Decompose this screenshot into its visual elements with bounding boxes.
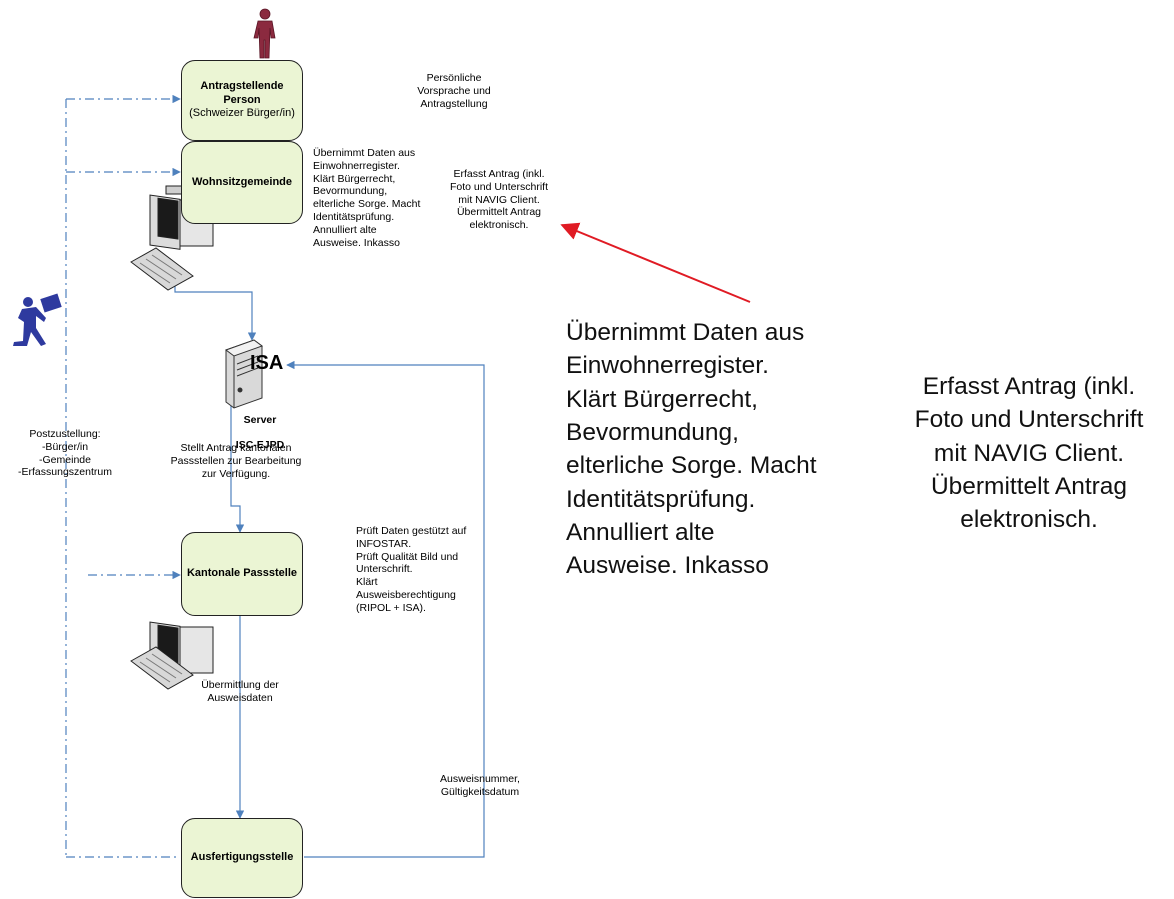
server-name: Server — [243, 413, 277, 426]
server-badge: ISA — [250, 352, 284, 374]
box-kantonale-title: Kantonale Passstelle — [186, 567, 298, 580]
box-antragstellende-title: Antragstellende Person — [200, 79, 284, 106]
note-stellt-antrag: Stellt Antrag kantonalen Passstellen zur… — [170, 442, 302, 480]
box-ausfertigungsstelle: Ausfertigungsstelle — [181, 818, 303, 898]
callout-uebernimmt-daten: Übernimmt Daten aus Einwohnerregister. K… — [566, 319, 817, 580]
note-prueft-daten: Prüft Daten gestützt auf INFOSTAR. Prüft… — [356, 525, 467, 614]
server-subname: ISC-EJPD — [235, 439, 285, 452]
box-antragstellende-person: Antragstellende Person (Schweizer Bürger… — [181, 60, 303, 141]
note-vorsprache: Persönliche Vorsprache und Antragstellun… — [417, 72, 491, 110]
note-uebermittlung: Übermittlung der Ausweisdaten — [201, 679, 279, 704]
box-wohnsitzgemeinde-title: Wohnsitzgemeinde — [191, 175, 293, 188]
box-wohnsitzgemeinde: Wohnsitzgemeinde — [181, 141, 303, 224]
callout-erfasst-antrag: Erfasst Antrag (inkl. Foto und Unterschr… — [914, 373, 1144, 534]
note-uebernimmt-daten: Übernimmt Daten aus Einwohnerregister. K… — [313, 147, 421, 249]
desktop-computer-icon — [130, 621, 214, 690]
box-kantonale-passstelle: Kantonale Passstelle — [181, 532, 303, 616]
note-erfasst-antrag: Erfasst Antrag (inkl. Foto und Unterschr… — [449, 168, 549, 232]
postal-delivery-lines — [65, 94, 181, 858]
server-label: Server ISC-EJPD — [230, 401, 290, 452]
note-ausweisnummer: Ausweisnummer, Gültigkeitsdatum — [440, 773, 520, 798]
box-antragstellende-subtitle: (Schweizer Bürger/in) — [189, 107, 295, 120]
courier-with-package-icon — [13, 293, 62, 346]
person-icon — [253, 8, 276, 59]
box-ausfertigung-title: Ausfertigungsstelle — [190, 851, 294, 864]
callout-arrow — [560, 222, 751, 303]
note-postzustellung: Postzustellung: -Bürger/in -Gemeinde -Er… — [18, 428, 112, 479]
desktop-computer-icon — [130, 185, 214, 291]
server-icon — [224, 339, 264, 409]
